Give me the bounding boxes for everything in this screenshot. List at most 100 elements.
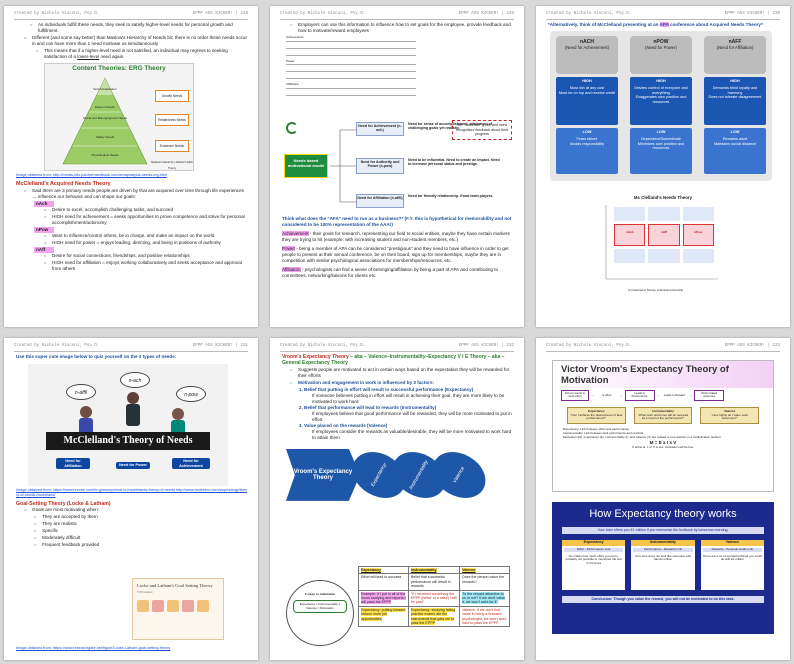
need-tag-naff: nAff [34,246,54,253]
table-note: Valence: If we don't find value in being… [459,605,510,628]
column-head: nAFF(Need for Affiliation) [704,36,766,74]
erg-theory-image: Content Theories: ERG Theory Self-Actual… [44,63,194,171]
grid-cell-nach: nAch [614,224,646,246]
factor-detail: If employees believe that good performan… [312,410,512,422]
bubble-npow: n-pow [176,386,206,402]
need-item: Desire to excel, accomplish challenging … [44,207,248,213]
section-title: McClelland's Acquired Needs Theory [16,180,111,187]
motivation-model: Needs based motivational model Need for … [282,120,514,212]
column-head: nACH(Need for Achievement) [556,36,618,74]
goal-item: Frequent feedback provided [34,542,136,548]
goal-item: Moderately difficult [34,535,136,541]
erg-level: Self-Actualization [93,87,117,91]
table-head: Instrumentality [407,565,461,575]
instrumentality-box: Instrumentality"What work outcomes will … [633,406,693,425]
how-footer: Conclusion: Though you value the reward,… [562,596,764,603]
goal-item: Specific [34,528,136,534]
definition-line: Instrumentality: Link between task perfo… [563,431,644,435]
card-icons [133,596,223,616]
bullet-text: Employers can use this information to in… [290,22,514,34]
grid-cell-npow: nPow [682,224,714,246]
erg-pyramid [62,77,148,165]
logo-icon [286,122,298,134]
factor-title: Value placed on the rewards (Valence) [304,423,514,429]
page-header: Created by Nichole Visconi, Psy.D.EPPP A… [14,344,248,352]
factor-title: Belief that performance will lead to rew… [304,405,514,411]
affiliation-paragraph: Affiliation - psychologists can find a s… [282,267,499,278]
how-it-works-image: How Expectancy theory works Your tutor o… [552,502,774,634]
page-232: Created by Nichole Visconi, Psy.D.EPPP A… [270,338,524,660]
table-note: "If I received something the EPPP (bette… [407,589,461,607]
erg-growth-box: Growth Needs [155,90,189,102]
how-col-expectancy: Expectancy Effort - Performance Link No … [562,540,626,590]
table-head: Expectancy [358,565,409,575]
label-power: Need for Power [116,462,150,469]
table-note: Expectancy: putting forward reason more … [358,605,409,628]
erg-level: Esteem Needs [95,105,115,109]
table-note: Expectancy: studying failing practice ex… [407,605,461,628]
need-tag-npow: nPow [34,226,54,233]
page-header: Created by Nichole Visconi, Psy.D.EPPP A… [280,344,514,352]
page-header: Created by Nichole Visconi, Psy.D.EPPP A… [280,12,514,20]
survey-heading: Power [286,58,295,63]
table-note: Example: If I put in all of the hours st… [358,589,409,607]
bubble-naffil: n-affil [66,384,96,400]
needs-based-box: Needs based motivational model [284,154,328,178]
goals-intro: Goals are most motivating when: [24,507,248,513]
header-page-number: EPPP ASS KICKER! | 233 [724,344,780,348]
callout-box: Set "moderate" goals and need recognitio… [452,120,512,140]
header-author: Created by Nichole Visconi, Psy.D. [14,12,100,16]
flow-step: Is effort [602,392,612,397]
needs-theory-image: n-ach n-affil n-pow McClelland's Theory … [28,364,228,486]
vroom-image: Victor Vroom's Expectancy Theory of Moti… [552,360,774,492]
intro-text: Use this super cute image below to quiz … [16,354,177,359]
mcclelland-diagram: Mc Clelland's Needs Theory nAch nAff nPo… [598,195,728,293]
flow-step: Leads to Reward [663,392,685,397]
question-text: Think what does the "AFA" need to run as… [282,216,512,227]
bullet-text: Suggests people are motivated to act in … [290,367,514,379]
header-author: Created by Nichole Visconi, Psy.D. [546,12,632,16]
header-page-number: EPPP ASS KICKER! | 228 [192,12,248,16]
need-item: HIGH need for power = enjoys leading, di… [44,240,248,246]
page-header: Created by Nichole Visconi, Psy.D. EPPP A… [546,12,780,20]
erg-caption: Maslow's Hierarchy / Alderfer's ERG Theo… [151,161,193,170]
header-author: Created by Nichole Visconi, Psy.D. [546,344,632,348]
survey-heading: Affiliation [286,82,299,87]
valence-box: Valence"How highly do I value work outco… [700,406,760,425]
factor-title: Belief that putting in effort will resul… [304,387,514,393]
vie-boxes: Expectancy"Can I achieve the desired lev… [553,403,773,426]
header-author: Created by Nichole Visconi, Psy.D. [280,12,366,16]
header-page-number: EPPP ASS KICKER! | 230 [724,12,780,16]
goal-item: They are accepted by them [34,514,136,520]
goal-setting-card: Locke and Latham's Goal Setting Theory 5… [132,578,224,640]
table-cell: Effort will lead to success [358,573,409,591]
intro-text: *Alternatively, think of McClelland pres… [548,22,763,27]
need-row-desc: Need for sense of accomplishment, attain… [408,122,493,131]
need-item: HIGH need for affiliation = enjoys worki… [44,260,248,272]
image-source-link[interactable]: Image obtained from: https://www.researc… [16,646,171,650]
flow-step: Leads to Performance [624,390,655,401]
page-230: Created by Nichole Visconi, Psy.D. EPPP A… [536,6,790,327]
definition-line: Expectancy: Link between effort and perf… [563,427,629,432]
erg-existence-box: Existence Needs [155,140,189,152]
need-row-desc: Need to be influential. Need to create a… [408,158,500,167]
label-affiliation: Need for Affiliation [56,458,90,470]
section-title: Goal-Setting Theory (Locke & Latham) [16,501,111,508]
need-tag-nach: nAch [34,200,54,207]
erg-title: Content Theories: ERG Theory [72,65,166,72]
goal-item: They are realistic [34,521,136,527]
flow-step: Person wants to work effort [561,390,589,401]
needs-grid: nAch nAff nPow [614,207,714,263]
definition-line: Motivation (M), expectancy (E), instrume… [563,434,722,439]
page-229: Created by Nichole Visconi, Psy.D.EPPP A… [270,6,524,327]
image-source-link[interactable]: Image obtained from: http://media-info.p… [16,173,168,177]
intro-text: Said there are 3 primary needs people ar… [24,188,248,200]
image-source-link[interactable]: Image obtained from: https://www.hrzone.… [16,488,248,497]
vroom-title: Victor Vroom's Expectancy Theory of Moti… [553,361,773,388]
theory-banner: McClelland's Theory of Needs [46,432,210,450]
